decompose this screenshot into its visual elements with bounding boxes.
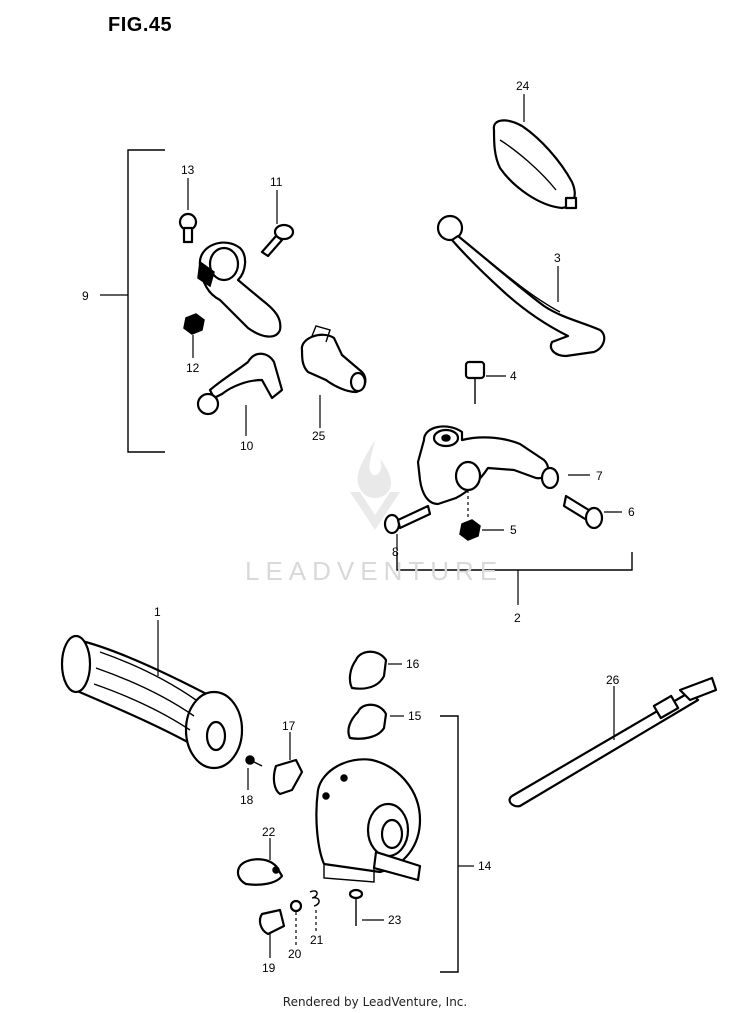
part-14-switch-housing [315,758,422,883]
part-25-bracket [300,325,367,394]
part-17-switch-lever [272,758,304,796]
footer-credit: Rendered by LeadVenture, Inc. [282,995,468,1009]
callout-17: 17 [282,719,296,733]
part-12-nut [183,313,205,335]
callout-7: 7 [596,469,603,483]
part-26-strap [508,676,718,808]
part-5-nut [459,519,481,541]
bracket-2 [396,552,633,571]
callout-20: 20 [288,947,302,961]
callout-14: 14 [478,859,492,873]
part-22-switch [236,858,284,886]
callout-3: 3 [554,251,561,265]
watermark-logo [350,440,400,530]
bracket-9 [127,149,165,453]
part-9-clamp-holder [197,241,282,338]
callout-23: 23 [388,913,402,927]
callout-25: 25 [312,429,326,443]
part-7-washer [540,466,560,490]
part-4-bolt [464,360,486,404]
part-11-screw [260,223,295,258]
part-24-lever-cover [492,119,578,210]
part-10-choke-lever [196,352,284,416]
figure-title: FIG.45 [108,14,173,36]
callout-2: 2 [514,611,521,625]
bracket-14 [440,715,459,973]
callout-8: 8 [392,545,399,559]
part-23-screw [348,888,364,926]
part-8-bolt [383,504,432,535]
callout-5: 5 [510,523,517,537]
callout-10: 10 [240,439,254,453]
callout-24: 24 [516,79,530,93]
part-16-switch-knob [348,650,388,690]
callout-1: 1 [154,605,161,619]
part-13-screw [178,212,198,244]
callout-21: 21 [310,933,324,947]
callout-19: 19 [262,961,276,975]
callout-11: 11 [270,175,283,189]
part-1-handlebar-grip [60,634,244,770]
callout-15: 15 [408,709,422,723]
part-3-brake-lever [436,214,606,358]
callout-4: 4 [510,369,517,383]
callout-16: 16 [406,657,420,671]
callout-9: 9 [82,289,89,303]
callout-6: 6 [628,505,635,519]
part-18-screw [245,755,263,767]
part-2-lever-holder [416,425,550,506]
part-20-ball [289,899,303,913]
part-15-switch-knob [347,703,388,740]
callout-26: 26 [606,673,620,687]
callout-22: 22 [262,825,276,839]
part-6-bolt [562,494,604,530]
watermark-text: LEADVENTURE [245,556,504,586]
callout-12: 12 [186,361,200,375]
callout-18: 18 [240,793,254,807]
part-21-spring [309,890,320,907]
callout-13: 13 [181,163,195,177]
part-19-knob [258,908,286,936]
